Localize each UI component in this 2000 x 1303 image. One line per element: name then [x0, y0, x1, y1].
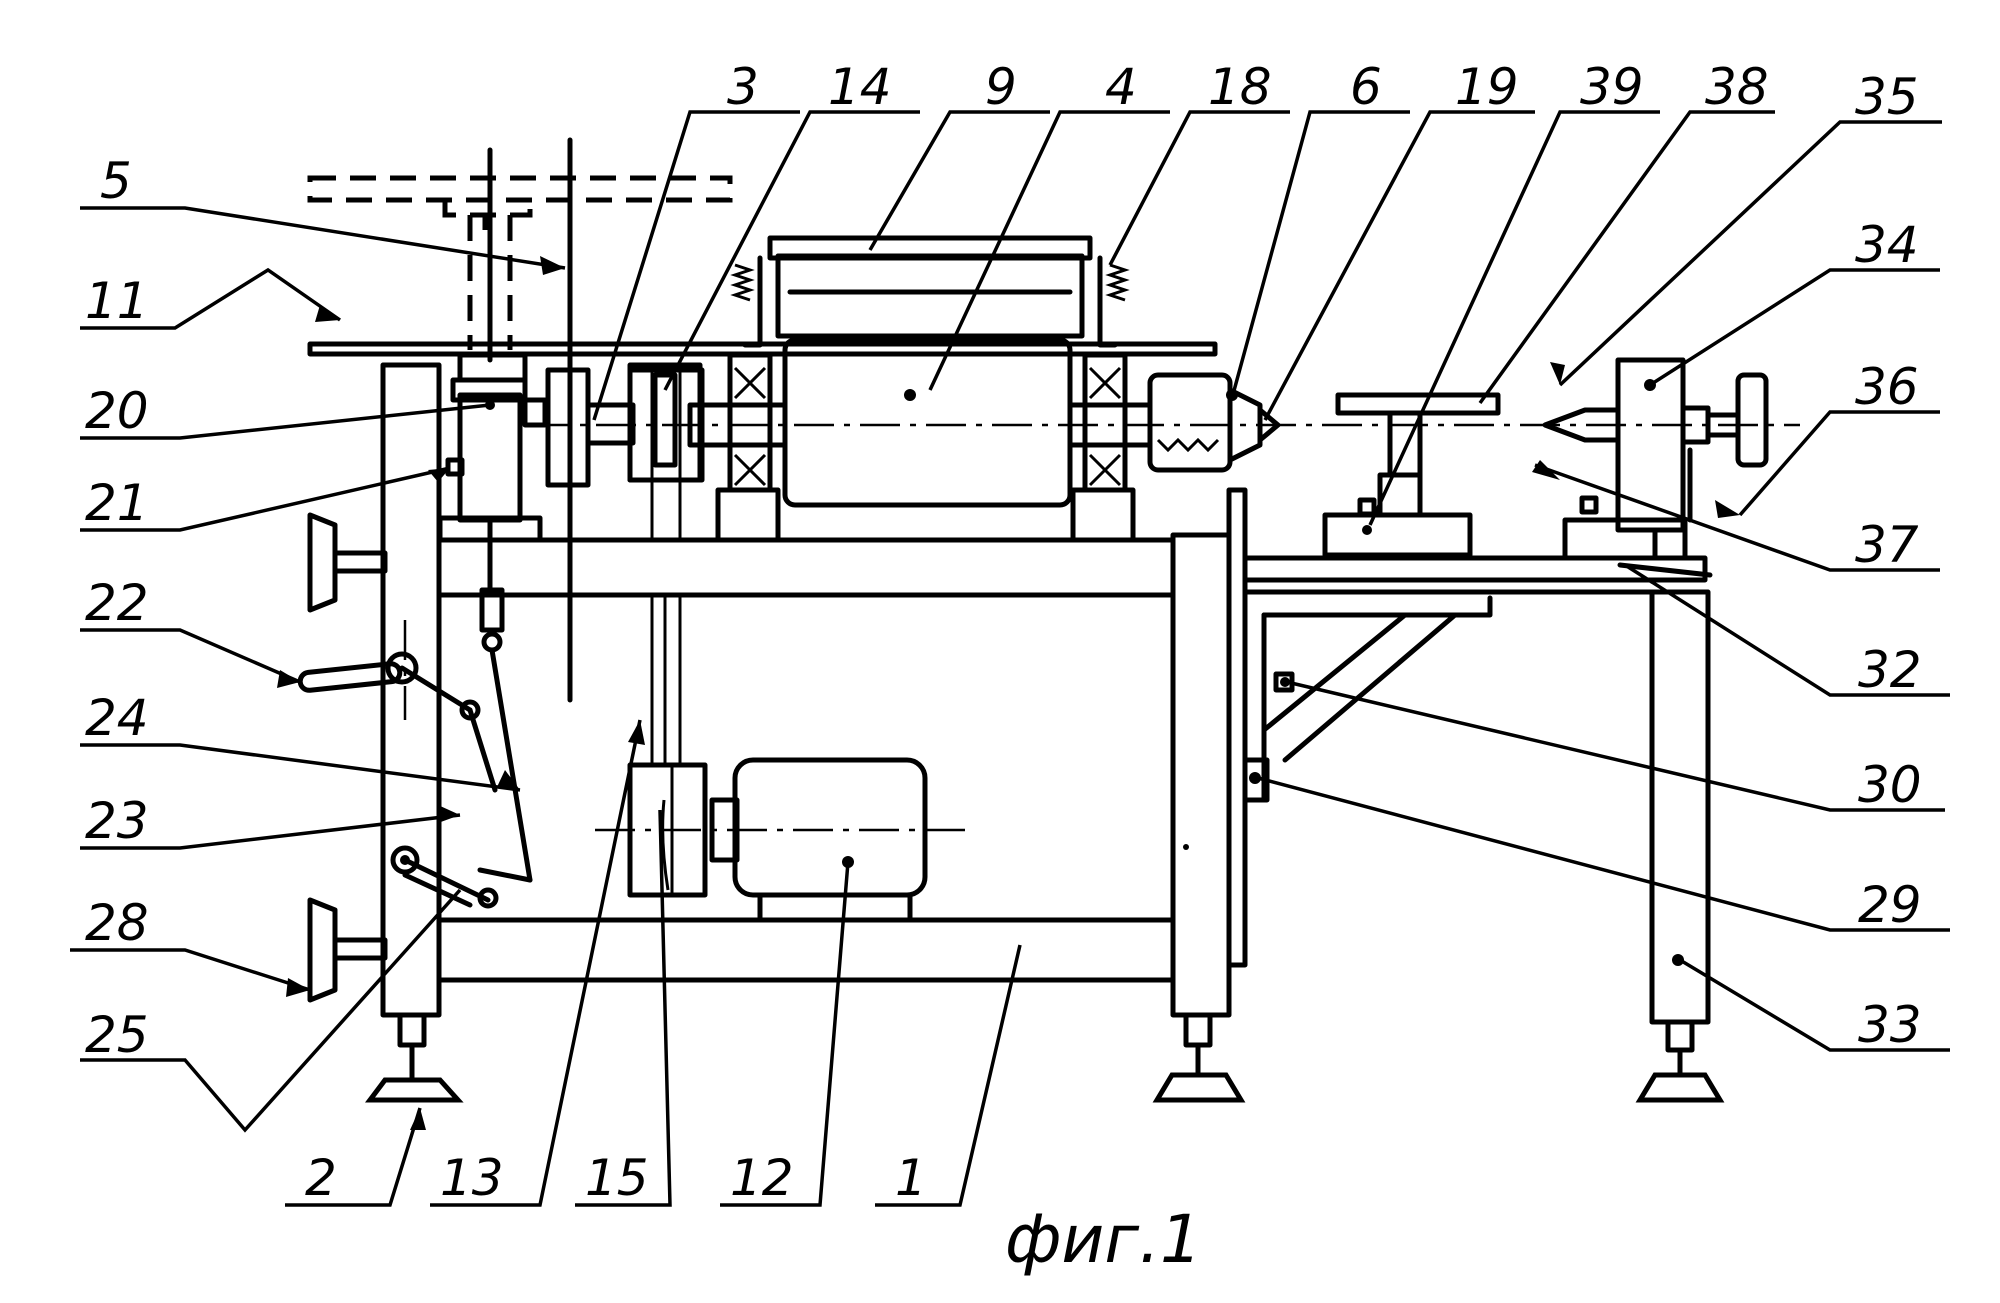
- motor-12: [595, 757, 970, 923]
- callout-32: 32: [1858, 641, 1922, 699]
- callout-23: 23: [85, 792, 149, 850]
- callout-21: 21: [85, 474, 149, 532]
- callout-22: 22: [85, 574, 149, 632]
- callout-28: 28: [85, 894, 149, 952]
- callout-12: 12: [730, 1149, 794, 1207]
- callout-25: 25: [85, 1006, 149, 1064]
- callout-24: 24: [85, 689, 149, 747]
- callout-34: 34: [1855, 216, 1919, 274]
- left-support: [307, 137, 733, 703]
- main-frame: [365, 362, 1246, 1103]
- callout-11: 11: [85, 272, 149, 330]
- middle-foot: [1152, 1072, 1246, 1103]
- lever-mechanism: [297, 620, 533, 909]
- callout-36: 36: [1855, 358, 1919, 416]
- arrowheads: [277, 256, 1740, 1130]
- side-table: [1183, 487, 1725, 1103]
- tailstock: [1542, 357, 1769, 561]
- callout-19: 19: [1455, 58, 1519, 116]
- callout-4: 4: [1105, 58, 1137, 116]
- callout-9: 9: [985, 58, 1017, 116]
- callout-30: 30: [1858, 756, 1922, 814]
- handwheels-28: [307, 512, 388, 1003]
- callout-13: 13: [440, 1149, 504, 1207]
- callout-39: 39: [1580, 58, 1644, 116]
- tool-rest: [1322, 392, 1501, 558]
- callout-33: 33: [1858, 996, 1922, 1054]
- callout-37: 37: [1855, 516, 1919, 574]
- callout-1: 1: [895, 1149, 927, 1207]
- leader-lines: [70, 110, 1950, 1207]
- figure-caption: фиг.1: [1005, 1201, 1202, 1278]
- callout-29: 29: [1858, 876, 1922, 934]
- callout-20: 20: [85, 382, 149, 440]
- spindle-assembly: [307, 235, 1800, 543]
- callout-6: 6: [1350, 58, 1382, 116]
- callout-14: 14: [828, 58, 892, 116]
- left-foot: [365, 1077, 464, 1103]
- callout-3: 3: [727, 58, 759, 116]
- right-foot: [1635, 1072, 1725, 1103]
- callout-5: 5: [100, 152, 132, 210]
- callout-35: 35: [1855, 68, 1919, 126]
- callout-labels: 3 14 9 4 18 6 19 39 38 35 34 36 37 32 30…: [85, 58, 1922, 1207]
- callout-2: 2: [305, 1149, 337, 1207]
- callout-15: 15: [585, 1149, 649, 1207]
- callout-38: 38: [1705, 58, 1769, 116]
- callout-18: 18: [1208, 58, 1272, 116]
